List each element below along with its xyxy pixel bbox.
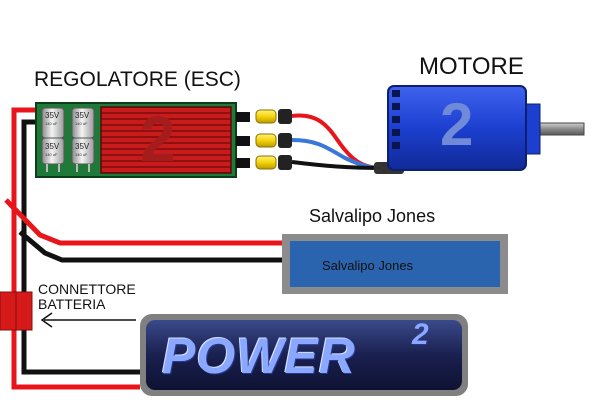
capacitor-capacity: 140 uF (75, 152, 88, 157)
motor-label: MOTORE (419, 53, 524, 80)
motor-logo: 2 (440, 91, 474, 158)
receiver-box (290, 241, 500, 287)
capacitor-voltage: 35V (75, 142, 90, 151)
capacitor-capacity: 140 uF (75, 121, 88, 126)
capacitor-voltage: 35V (45, 111, 60, 120)
receiver-label: Salvalipo Jones (322, 258, 414, 273)
motor (387, 85, 585, 171)
capacitor-capacity: 140 uF (45, 121, 58, 126)
capacitor (71, 137, 95, 165)
esc-capacitors: 35V 140 uF 35V 140 uF 35V 140 uF 35V 140… (41, 107, 95, 172)
capacitor-capacity: 140 uF (45, 152, 58, 157)
motor-black-wire (291, 160, 383, 170)
capacitor (41, 137, 65, 165)
bullet-connector (255, 133, 277, 148)
battery-pack-face (146, 320, 462, 390)
receiver-red-wire (4, 198, 284, 246)
motor-shaft (537, 122, 585, 136)
esc-label: REGOLATORE (ESC) (34, 68, 241, 91)
receiver-title: Salvalipo Jones (309, 206, 436, 226)
capacitor-voltage: 35V (75, 111, 90, 120)
main-red-wire (11, 107, 140, 390)
battery-brand-logo: POWER (162, 328, 356, 384)
capacitor-voltage: 35V (45, 142, 60, 151)
bullet-connector (255, 109, 277, 124)
arrow-icon (40, 312, 136, 328)
battery-connector-label-line2: BATTERIA (38, 296, 106, 312)
esc-output-connectors (236, 109, 292, 170)
motor-can (387, 85, 527, 171)
bullet-connector (255, 155, 277, 170)
battery-connector-label-line1: CONNETTORE (38, 281, 136, 297)
esc-heatsink (100, 106, 232, 174)
esc-heatsink-logo: 2 (140, 103, 176, 175)
battery-connector-label: CONNETTORE BATTERIA (38, 282, 136, 312)
battery-brand-superscript: 2 (412, 318, 429, 351)
receiver-black-wire (18, 230, 284, 263)
motor-vents (392, 90, 400, 149)
